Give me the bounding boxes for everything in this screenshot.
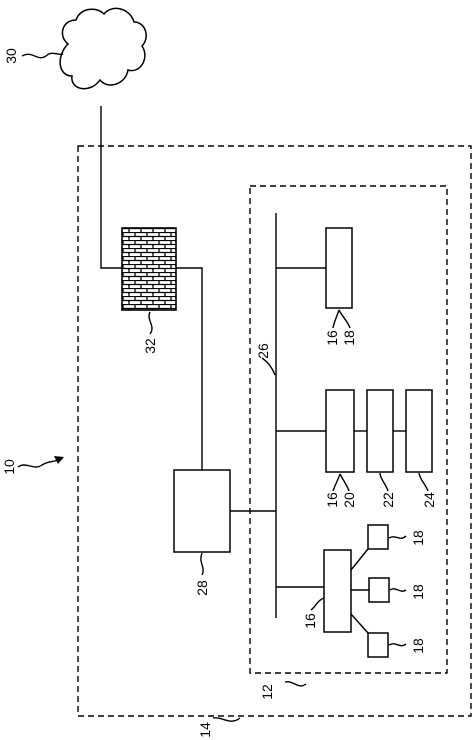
- leader-28: [200, 552, 204, 576]
- device-middle: [325, 389, 355, 473]
- leader-22: [379, 472, 389, 492]
- leader-18-top: [338, 309, 351, 329]
- ref-18-b: 18: [410, 584, 426, 600]
- ref-18-a: 18: [410, 530, 426, 546]
- ref-26: 26: [255, 343, 271, 359]
- ref-20: 20: [341, 492, 357, 508]
- ref-16-hub: 16: [302, 613, 318, 629]
- ref-16-middle: 16: [324, 492, 340, 508]
- leader-18-c: [388, 643, 407, 647]
- cloud-icon: [59, 7, 147, 90]
- ref-30: 30: [3, 48, 19, 64]
- firewall-server-link: [176, 267, 203, 470]
- leaf-device-middle: [368, 577, 390, 603]
- leader-18-a: [388, 535, 407, 539]
- leader-32: [148, 311, 153, 335]
- device-22: [366, 389, 394, 473]
- server-box: [173, 469, 231, 553]
- leader-30: [21, 52, 64, 59]
- leader-12: [284, 681, 307, 687]
- ref-12: 12: [259, 684, 275, 700]
- leaf-device-top: [367, 524, 389, 550]
- ref-28: 28: [194, 580, 210, 596]
- device-top: [325, 227, 353, 309]
- leader-16-hub: [310, 597, 325, 611]
- firewall-block: [121, 227, 177, 311]
- hub-link-bottom: [350, 613, 369, 634]
- inner-network-boundary: [249, 185, 448, 674]
- arrowhead-10: [54, 456, 64, 464]
- ref-18-top: 18: [341, 330, 357, 346]
- hub-link-top: [350, 548, 369, 571]
- outer-network-boundary: [77, 145, 472, 717]
- leader-16-top: [332, 309, 340, 329]
- leader-24: [418, 472, 429, 492]
- ref-24: 24: [421, 492, 437, 508]
- ref-22: 22: [380, 492, 396, 508]
- ref-14: 14: [197, 722, 213, 738]
- leader-14: [212, 717, 241, 722]
- ref-16-top: 16: [324, 330, 340, 346]
- leader-20: [339, 473, 350, 492]
- cloud-firewall-link: [100, 106, 122, 269]
- leader-16-middle: [332, 473, 341, 492]
- ref-10: 10: [1, 459, 17, 475]
- hub-device: [323, 549, 352, 633]
- ref-18-c: 18: [410, 638, 426, 654]
- device-24: [405, 389, 433, 473]
- leaf-device-bottom: [367, 632, 389, 658]
- leader-26: [261, 357, 276, 376]
- leader-18-b: [389, 588, 407, 592]
- ref-32: 32: [142, 338, 158, 354]
- leader-10: [17, 459, 59, 468]
